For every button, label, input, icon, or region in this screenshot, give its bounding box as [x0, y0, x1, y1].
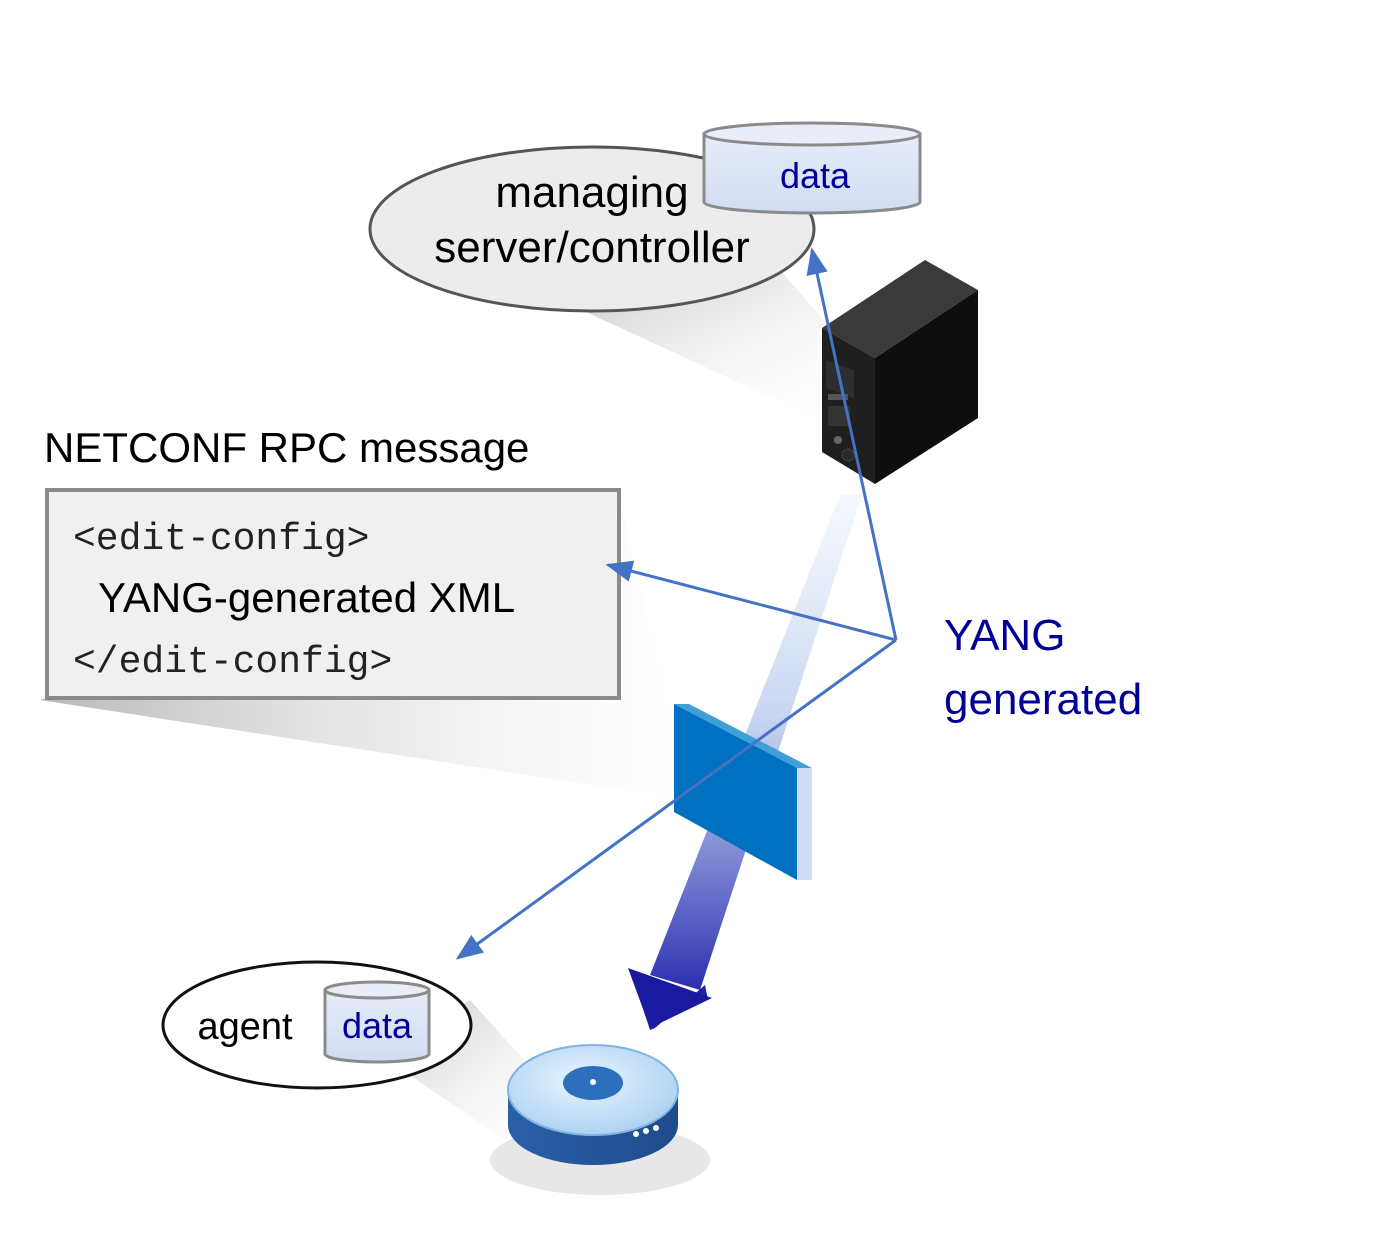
server-tower-icon — [822, 260, 978, 484]
manager-datastore-label: data — [780, 155, 851, 196]
manager-label-line1: managing — [495, 168, 688, 217]
rpc-message-box: <edit-config> YANG-generated XML </edit-… — [45, 488, 621, 700]
message-title: NETCONF RPC message — [44, 424, 529, 471]
close-tag: </edit-config> — [73, 641, 392, 684]
router-device-icon — [490, 1044, 710, 1195]
manager-callout: managing server/controller — [368, 145, 816, 313]
arrow-to-message — [605, 560, 897, 642]
agent-datastore-label: data — [342, 1005, 413, 1046]
open-tag: <edit-config> — [73, 518, 369, 561]
annotation-arrows — [455, 247, 898, 960]
manager-label-line2: server/controller — [434, 223, 749, 272]
arrow-to-manager-datastore — [806, 247, 898, 641]
message-body: YANG-generated XML — [98, 574, 515, 621]
firewall-switch-icon — [674, 704, 812, 880]
agent-datastore-icon: data — [323, 980, 431, 1064]
annotation-line2: generated — [944, 675, 1142, 724]
arrow-to-agent-datastore — [455, 638, 897, 960]
agent-label: agent — [197, 1006, 293, 1048]
annotation-line1: YANG — [944, 611, 1065, 660]
manager-datastore-icon: data — [702, 121, 922, 215]
